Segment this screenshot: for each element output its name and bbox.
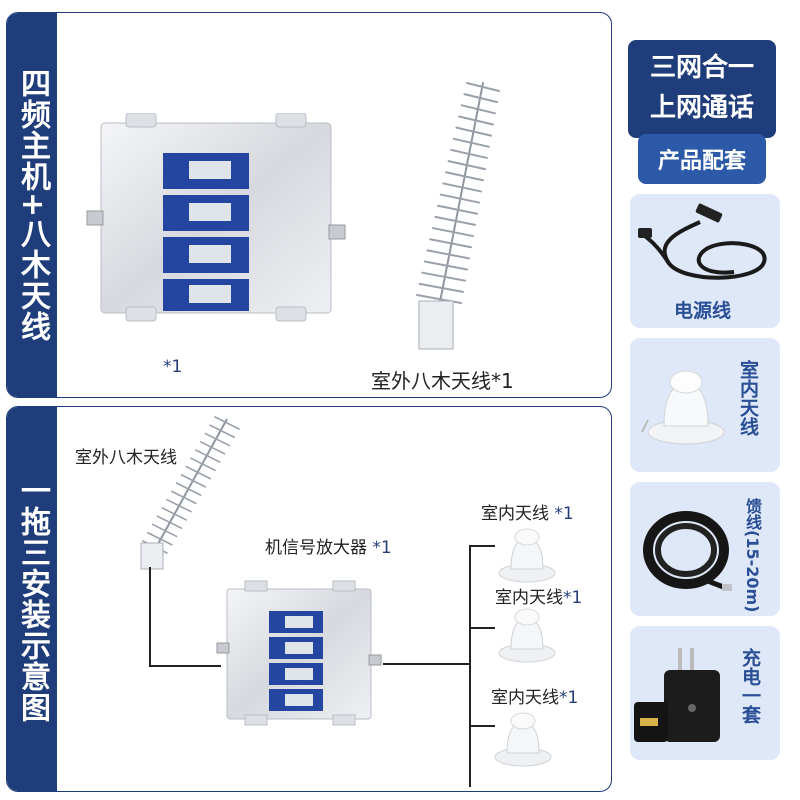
- band-panels: [163, 153, 249, 311]
- amplifier-caption: 机信号放大器 *1: [265, 533, 392, 558]
- accessory-card-feeder-cable: 馈线(15-20m): [630, 482, 780, 616]
- accessory-card-indoor-antenna: 室内天线: [630, 338, 780, 472]
- top-side-title: 四频主机+八木天线: [15, 67, 50, 343]
- card-label: 馈线(15-20m): [743, 498, 762, 613]
- ceiling-antenna-icon: [498, 528, 556, 583]
- usb-cable-icon: [638, 203, 767, 280]
- charger-icon: [634, 648, 720, 742]
- amplifier-name: 机信号放大器: [265, 538, 367, 558]
- outdoor-antenna-caption: 室外八木天线: [75, 448, 177, 468]
- top-side-bar: 四频主机+八木天线: [7, 13, 57, 397]
- card-label: 电源线: [674, 300, 732, 322]
- indoor-antenna-label-3: 室内天线*1: [491, 688, 579, 708]
- top-panel: 四频主机+八木天线 *1: [6, 12, 612, 398]
- accessory-card-power-cable: 电源线: [630, 194, 780, 328]
- card-label: 充电一套: [739, 648, 761, 724]
- bottom-panel: 一拖三安装示意图 室外八木天线 机信号放大器 *1 室内天线 *1: [6, 406, 612, 792]
- bottom-side-title: 一拖三安装示意图: [15, 475, 50, 723]
- sidebar-header: 三网合一 上网通话: [628, 40, 776, 138]
- coax-cable-icon: [643, 511, 732, 591]
- header-line-2: 上网通话: [649, 93, 754, 123]
- header-line-1: 三网合一: [649, 53, 754, 83]
- ceiling-antenna-icon: [641, 370, 725, 445]
- yagi-antenna-image: [416, 82, 500, 350]
- ceiling-antenna-icon: [494, 712, 552, 767]
- accessory-card-charger: 充电一套: [630, 626, 780, 760]
- small-yagi-antenna-image: [140, 416, 240, 570]
- sidebar-subheader: 产品配套: [638, 134, 766, 184]
- amplifier-device-image: [86, 113, 346, 322]
- host-quantity: *1: [163, 357, 183, 377]
- outdoor-antenna-label: 室外八木天线*1: [371, 369, 514, 393]
- amplifier-quantity: *1: [372, 538, 392, 558]
- bottom-side-bar: 一拖三安装示意图: [7, 407, 57, 791]
- ceiling-antenna-icon: [498, 608, 556, 663]
- card-label: 室内天线: [737, 360, 759, 436]
- small-amplifier-image: [216, 580, 382, 726]
- indoor-antenna-label-1: 室内天线 *1: [481, 504, 574, 524]
- indoor-antenna-label-2: 室内天线*1: [495, 588, 583, 608]
